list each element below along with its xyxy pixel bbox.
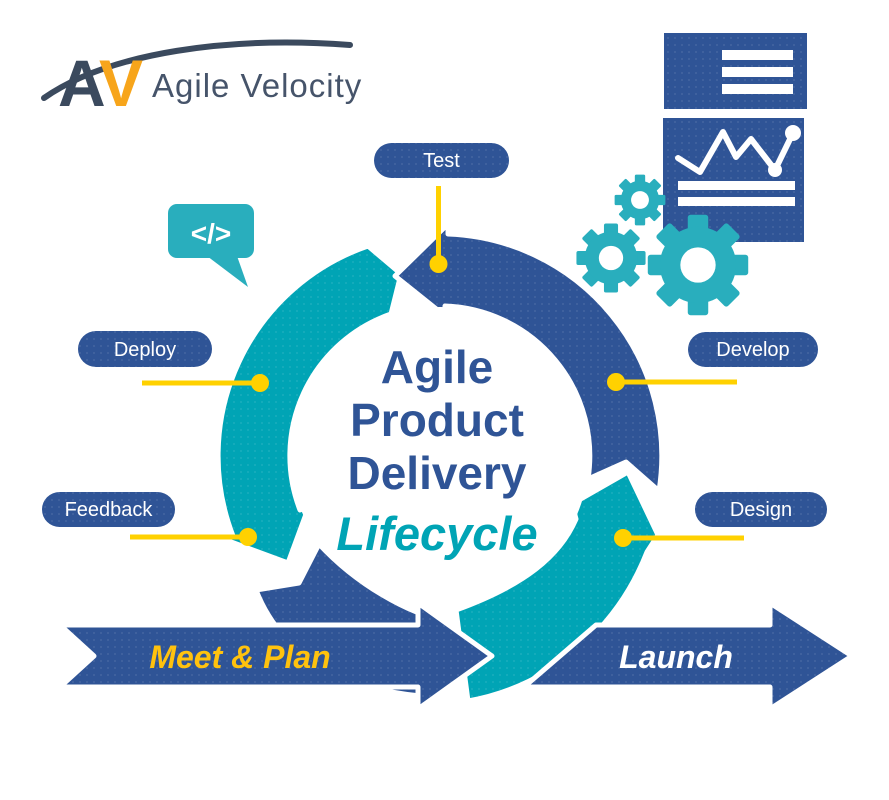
logo-wordmark: Agile Velocity [152,67,362,104]
stage-pill-feedback: Feedback [42,492,175,527]
report-cards [663,33,807,242]
bubble-tail [207,256,248,287]
title-line-1: Agile [381,341,493,393]
agile-velocity-logo: A V Agile Velocity [41,39,362,120]
stage-pills: Test Deploy Feedback Develop Design [42,143,827,527]
gear-small-icon [614,174,666,226]
line-chart-icon [675,125,801,206]
design-label: Design [730,499,792,521]
code-glyph: </> [191,218,231,249]
title-line-2: Product [350,394,524,446]
logo-swoosh-icon [41,39,353,101]
meet-plan-label: Meet & Plan [149,639,330,675]
feedback-dot [239,528,257,546]
code-speech-bubble: </> [168,204,254,287]
document-lines-icon [722,50,793,94]
stage-pill-deploy: Deploy [78,331,212,367]
deploy-label: Deploy [114,339,176,361]
develop-dot [607,373,625,391]
lifecycle-ring [218,224,662,701]
test-dot [429,255,448,273]
logo-monogram-v: V [99,46,143,120]
stage-pill-design: Design [695,492,827,527]
stage-pill-develop: Develop [688,332,818,367]
feedback-label: Feedback [65,499,154,521]
stage-connectors [130,186,744,541]
gear-large-icon [647,214,749,316]
flow-banners: Meet & Plan Launch [60,603,852,709]
title-line-3: Delivery [347,447,526,499]
design-dot [614,529,632,547]
logo-monogram-a: A [58,46,106,120]
center-title: Agile Product Delivery Lifecycle [336,341,537,560]
develop-label: Develop [716,339,789,361]
stage-connector-dots [239,255,632,547]
deploy-dot [251,374,269,392]
launch-label: Launch [619,639,733,675]
title-line-4: Lifecycle [336,507,537,560]
gear-medium-icon [576,223,646,293]
ring-center [291,307,589,605]
test-label: Test [423,150,460,172]
stage-pill-test: Test [374,143,509,178]
